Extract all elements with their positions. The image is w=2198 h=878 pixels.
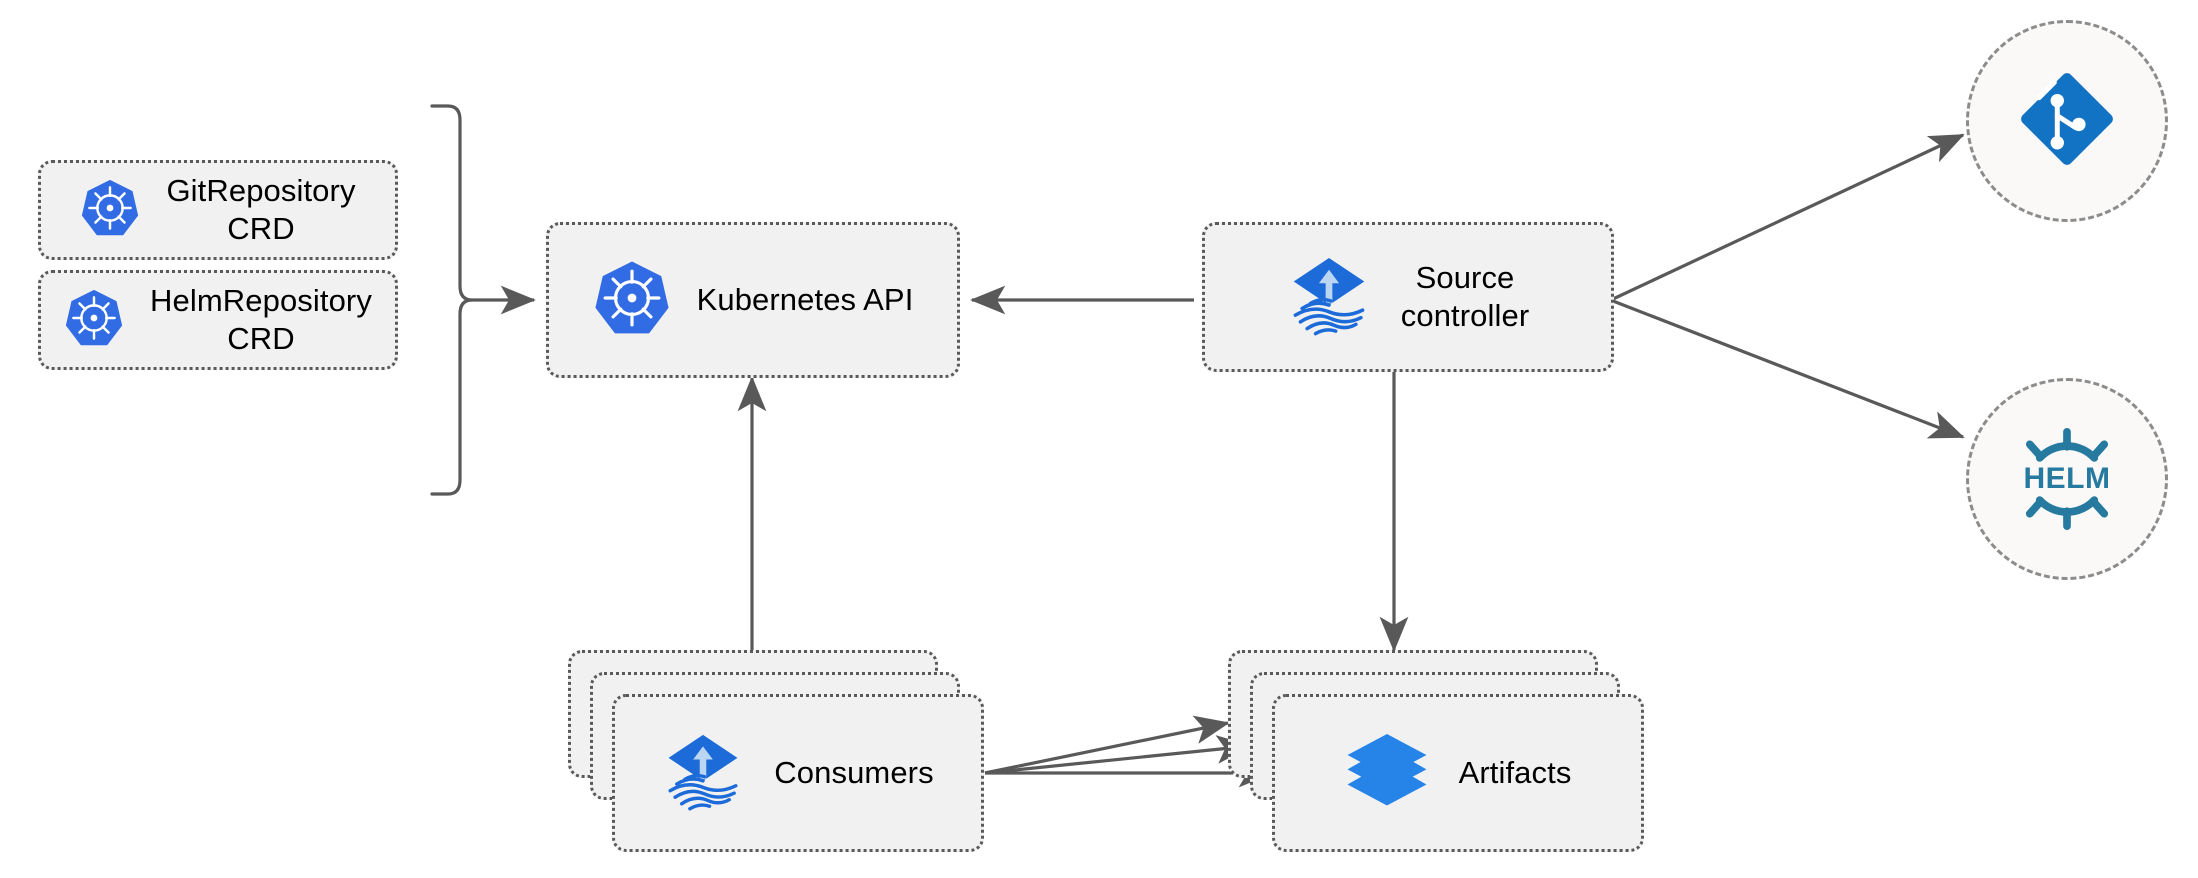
edge-source-controller-to-helm-provider	[1612, 299, 1965, 439]
node-label: HelmRepository CRD	[150, 283, 372, 356]
node-label: Artifacts	[1458, 755, 1572, 791]
node-kubernetes-api[interactable]: Kubernetes API	[546, 222, 960, 378]
node-git-repository-crd[interactable]: GitRepository CRD	[38, 160, 398, 260]
node-helm-provider[interactable]: HELM	[1966, 378, 2168, 580]
crd-group-bracket	[430, 104, 474, 496]
node-source-controller[interactable]: Source controller	[1202, 222, 1614, 372]
node-label: Consumers	[774, 755, 934, 791]
node-consumers[interactable]: Consumers	[612, 694, 984, 852]
kubernetes-icon	[593, 259, 671, 342]
flux-icon	[662, 730, 744, 817]
node-artifacts[interactable]: Artifacts	[1272, 694, 1644, 852]
kubernetes-icon	[80, 178, 140, 243]
node-label: Source controller	[1400, 260, 1530, 333]
layers-icon	[1345, 732, 1429, 815]
node-git-provider[interactable]	[1966, 20, 2168, 222]
node-helm-repository-crd[interactable]: HelmRepository CRD	[38, 270, 398, 370]
edge-consumers-to-artifacts-layer-back	[984, 715, 1230, 775]
kubernetes-icon	[64, 288, 124, 353]
flux-icon	[1287, 253, 1371, 342]
helm-wordmark: HELM	[2023, 462, 2111, 495]
node-label: GitRepository CRD	[166, 173, 356, 246]
git-icon	[2013, 65, 2121, 178]
edge-consumers-to-artifacts-layer-mid	[984, 735, 1252, 775]
edge-source-controller-to-git-provider	[1612, 133, 1965, 301]
node-label: Kubernetes API	[696, 282, 914, 318]
helm-icon: HELM	[2005, 417, 2129, 541]
